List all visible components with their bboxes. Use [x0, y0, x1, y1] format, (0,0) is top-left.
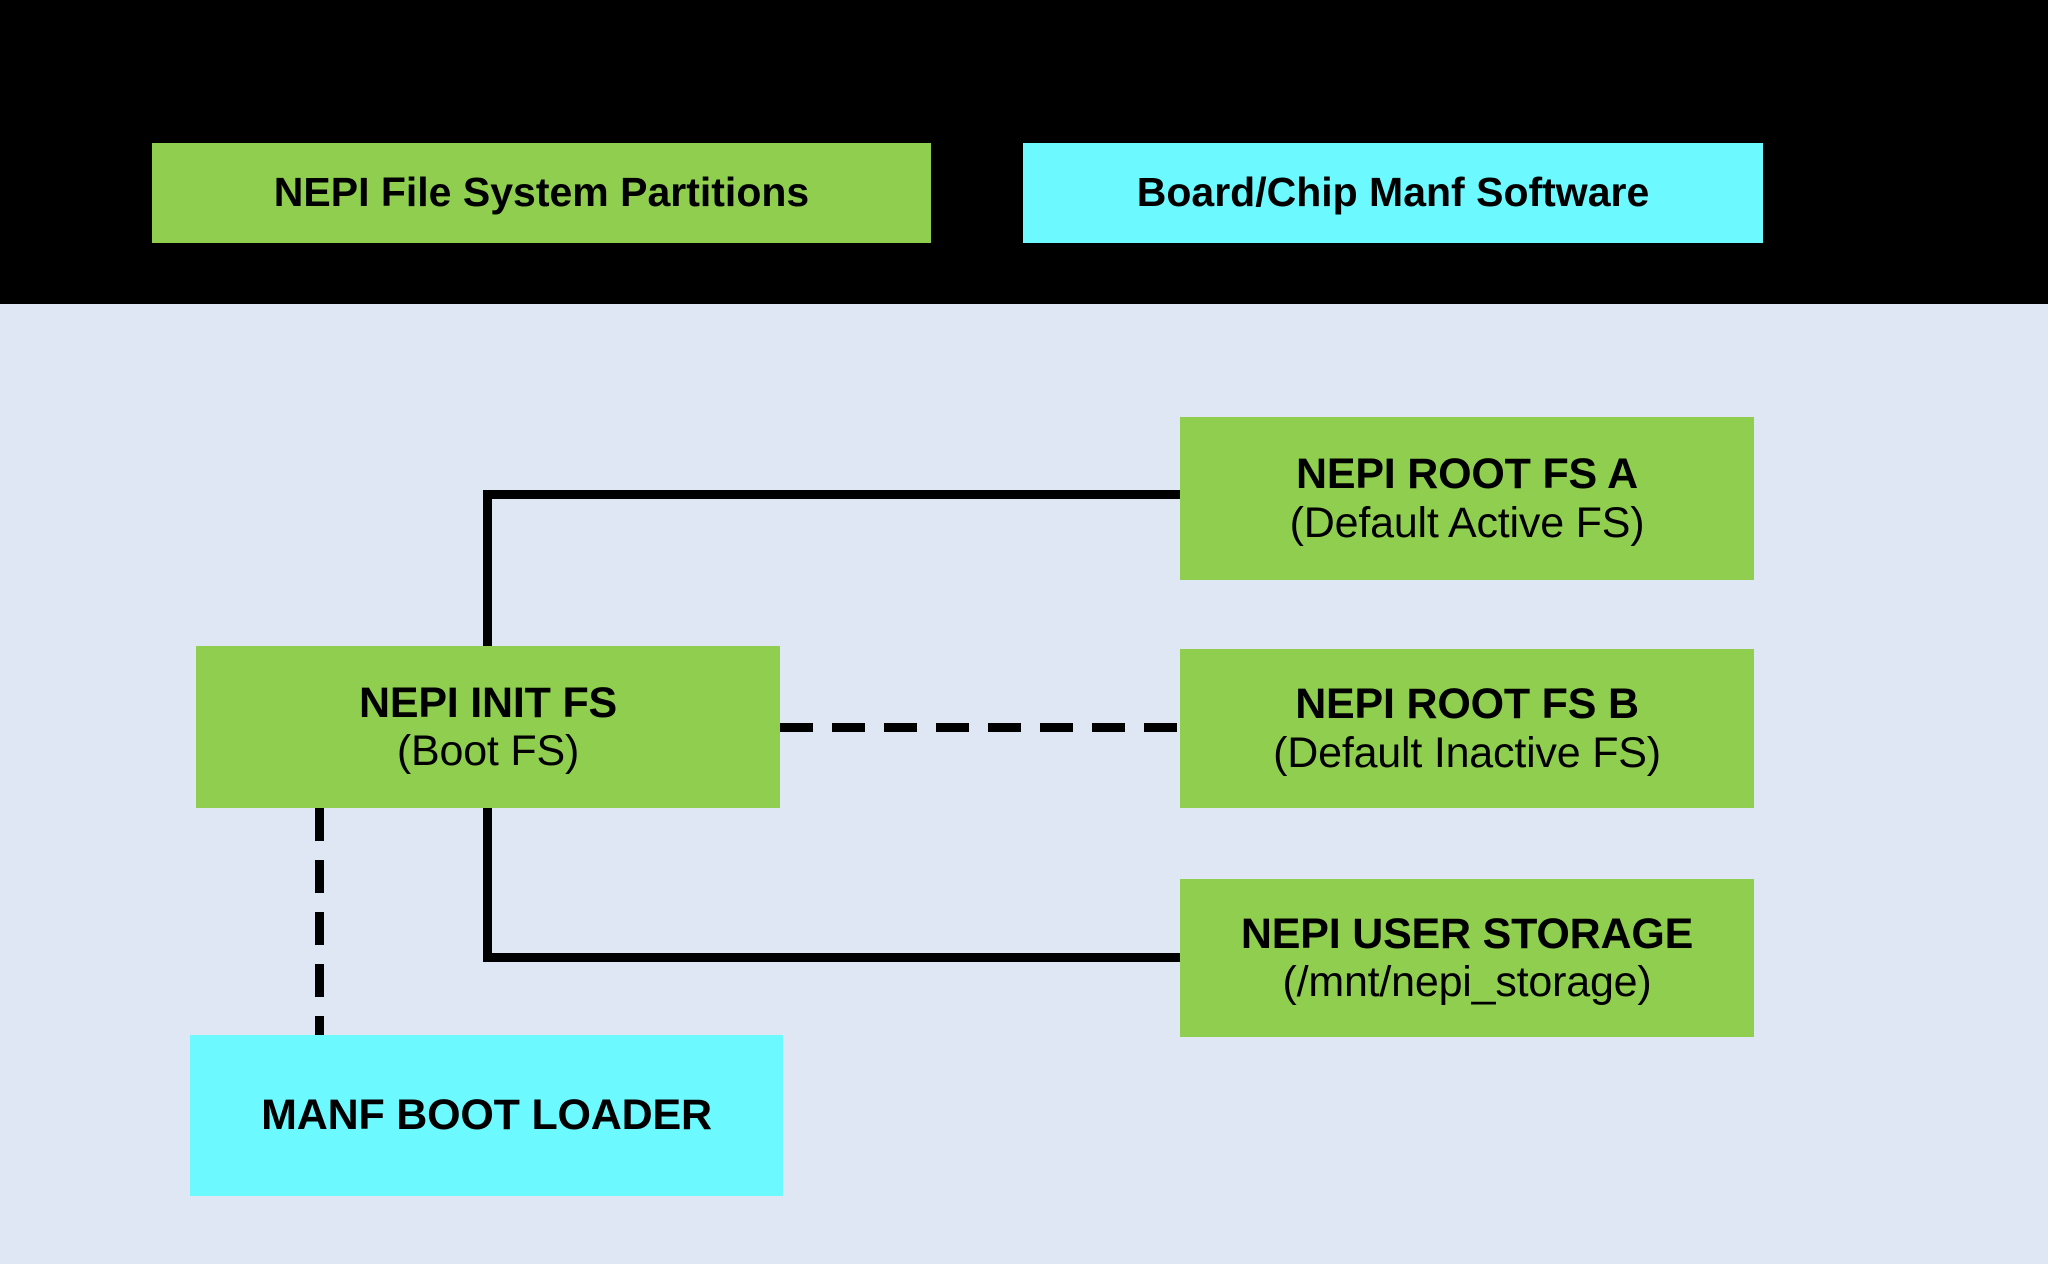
legend-header-band: NEPI File System Partitions Board/Chip M… — [0, 0, 2048, 304]
node-title-nepi-root-fs-a: NEPI ROOT FS A — [1295, 450, 1639, 499]
edge-init-fs-to-root-fs-a — [483, 490, 1183, 499]
node-nepi-user-storage[interactable]: NEPI USER STORAGE (/mnt/nepi_storage) — [1180, 879, 1754, 1037]
node-nepi-init-fs[interactable]: NEPI INIT FS (Boot FS) — [196, 646, 780, 808]
node-title-nepi-root-fs-b: NEPI ROOT FS B — [1295, 680, 1639, 729]
node-nepi-root-fs-b[interactable]: NEPI ROOT FS B (Default Inactive FS) — [1180, 649, 1754, 808]
node-nepi-root-fs-a[interactable]: NEPI ROOT FS A (Default Active FS) — [1180, 417, 1754, 580]
edge-init-fs-to-root-fs-b-dashed — [780, 723, 1182, 732]
node-manf-boot-loader[interactable]: MANF BOOT LOADER — [190, 1035, 783, 1196]
node-title-nepi-init-fs: NEPI INIT FS — [358, 678, 617, 727]
node-subtitle-nepi-root-fs-a: (Default Active FS) — [1289, 498, 1645, 547]
legend-swatch-manf-software: Board/Chip Manf Software — [1023, 143, 1763, 243]
legend-label-nepi-partitions: NEPI File System Partitions — [273, 169, 810, 216]
edge-init-fs-to-user-storage — [483, 953, 1183, 962]
edge-init-fs-to-manf-boot-loader-dashed — [315, 808, 324, 1039]
node-subtitle-nepi-root-fs-b: (Default Inactive FS) — [1273, 728, 1661, 777]
node-title-nepi-user-storage: NEPI USER STORAGE — [1240, 909, 1694, 958]
legend-label-manf-software: Board/Chip Manf Software — [1136, 169, 1650, 216]
legend-swatch-nepi-partitions: NEPI File System Partitions — [152, 143, 931, 243]
node-subtitle-nepi-init-fs: (Boot FS) — [396, 727, 580, 775]
node-subtitle-nepi-user-storage: (/mnt/nepi_storage) — [1282, 958, 1652, 1006]
diagram-body: NEPI ROOT FS A (Default Active FS) NEPI … — [0, 304, 2048, 1264]
node-title-manf-boot-loader: MANF BOOT LOADER — [261, 1091, 712, 1140]
